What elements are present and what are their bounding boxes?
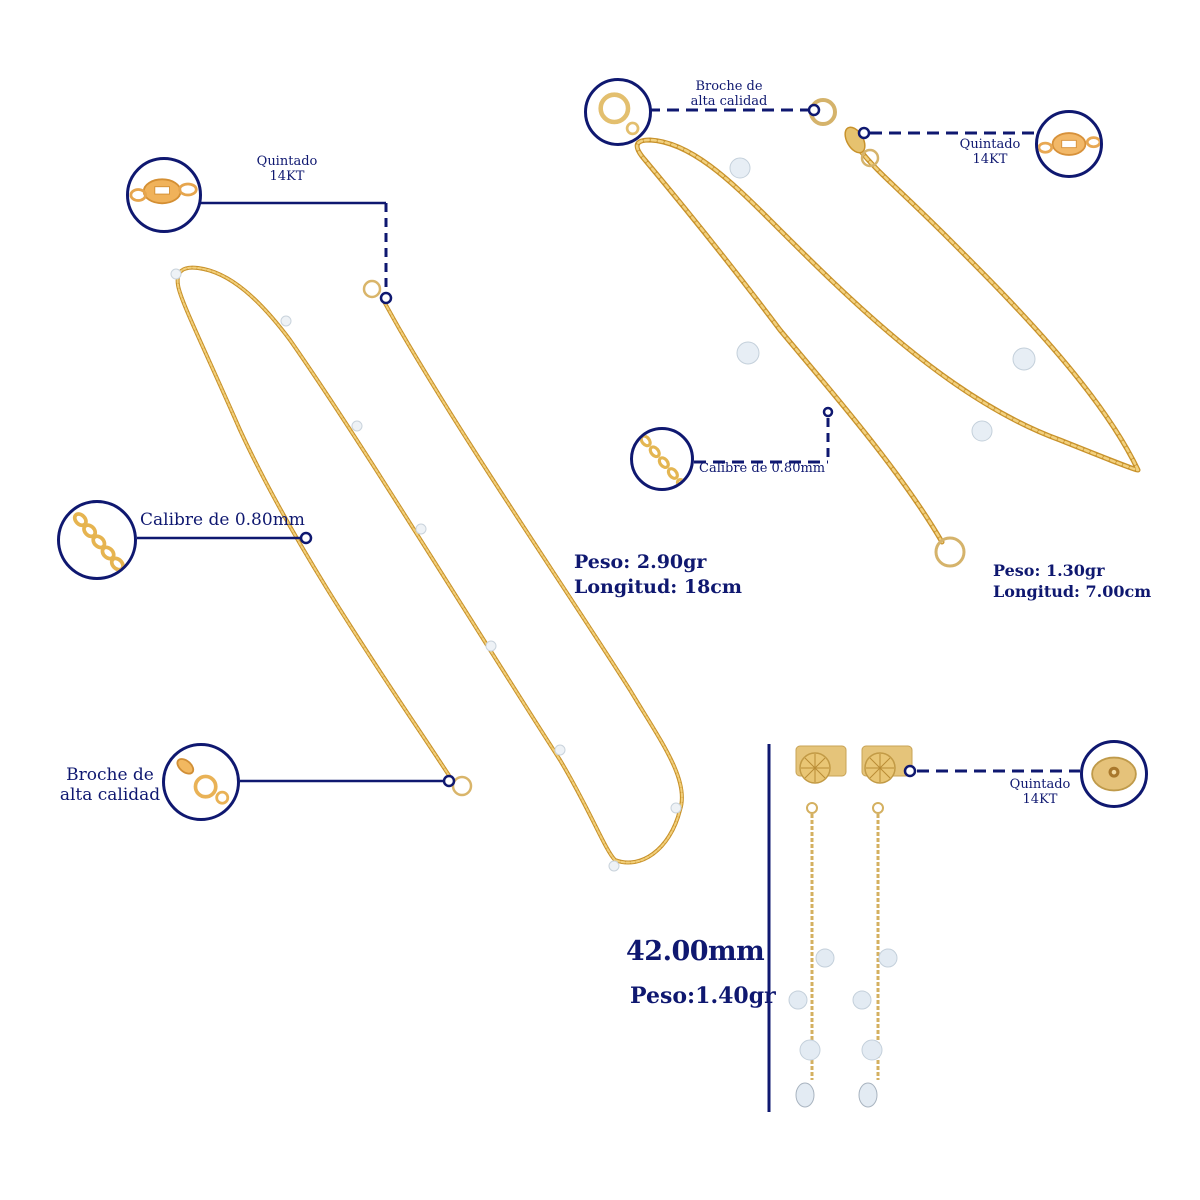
necklace-quintado-zoom	[126, 157, 202, 233]
leader-lines	[137, 103, 1080, 1112]
earring-weight: Peso:1.40gr	[630, 983, 776, 1009]
necklace-length: Longitud: 18cm	[574, 575, 742, 598]
bracelet-length: Longitud: 7.00cm	[993, 581, 1152, 601]
necklace-calibre-zoom	[57, 500, 137, 580]
earring-back-zoom-icon	[1091, 756, 1137, 792]
karat-text: 14KT	[972, 151, 1008, 167]
bracelet-calibre-zoom	[630, 427, 694, 491]
necklace-quintado-label: Quintado 14KT	[247, 154, 327, 185]
calidad-text: alta calidad	[690, 93, 768, 109]
quintado-text: Quintado	[256, 154, 318, 169]
stamped-link-zoom-icon	[1038, 132, 1100, 156]
necklace-broche-zoom	[162, 743, 240, 821]
karat-text: 14KT	[269, 168, 305, 184]
bracelet-specs: Peso: 1.30gr Longitud: 7.00cm	[993, 561, 1151, 603]
chain-link-zoom-icon	[639, 434, 688, 488]
quintado-text: Quintado	[1009, 777, 1071, 792]
stamped-link-zoom-icon	[129, 178, 198, 205]
earring-quintado-label: Quintado 14KT	[1000, 777, 1080, 808]
bracelet-crystals	[729, 157, 1036, 442]
bracelet-weight: Peso: 1.30gr	[993, 561, 1105, 580]
bracelet-calibre-label: Calibre de 0.80mm	[699, 461, 826, 476]
spring-ring-clasp-zoom-icon	[176, 758, 230, 805]
karat-text: 14KT	[1022, 791, 1058, 807]
broche-text: Broche de	[695, 79, 763, 94]
necklace-specs: Peso: 2.90gr Longitud: 18cm	[574, 550, 742, 599]
spring-ring-clasp-zoom-icon	[598, 92, 640, 136]
bracelet-quintado-label: Quintado 14KT	[950, 137, 1030, 168]
necklace-crystals	[170, 268, 682, 872]
earring-left	[788, 745, 847, 1108]
chain-link-zoom-icon	[72, 512, 125, 572]
earring-length: 42.00mm	[626, 936, 765, 967]
earring-quintado-zoom	[1080, 740, 1148, 808]
bracelet-broche-label: Broche de alta calidad	[684, 79, 774, 110]
necklace-calibre-label: Calibre de 0.80mm	[140, 510, 305, 530]
necklace-broche-label: Broche de alta calidad	[58, 765, 162, 805]
bracelet-chain	[634, 98, 1141, 568]
broche-text: Broche de	[66, 765, 154, 785]
necklace-weight: Peso: 2.90gr	[574, 551, 707, 573]
bracelet-broche-zoom	[584, 78, 652, 146]
bracelet-quintado-zoom	[1035, 110, 1103, 178]
earring-right	[852, 745, 913, 1108]
calidad-text: alta calidad	[59, 784, 161, 805]
quintado-text: Quintado	[959, 137, 1021, 152]
